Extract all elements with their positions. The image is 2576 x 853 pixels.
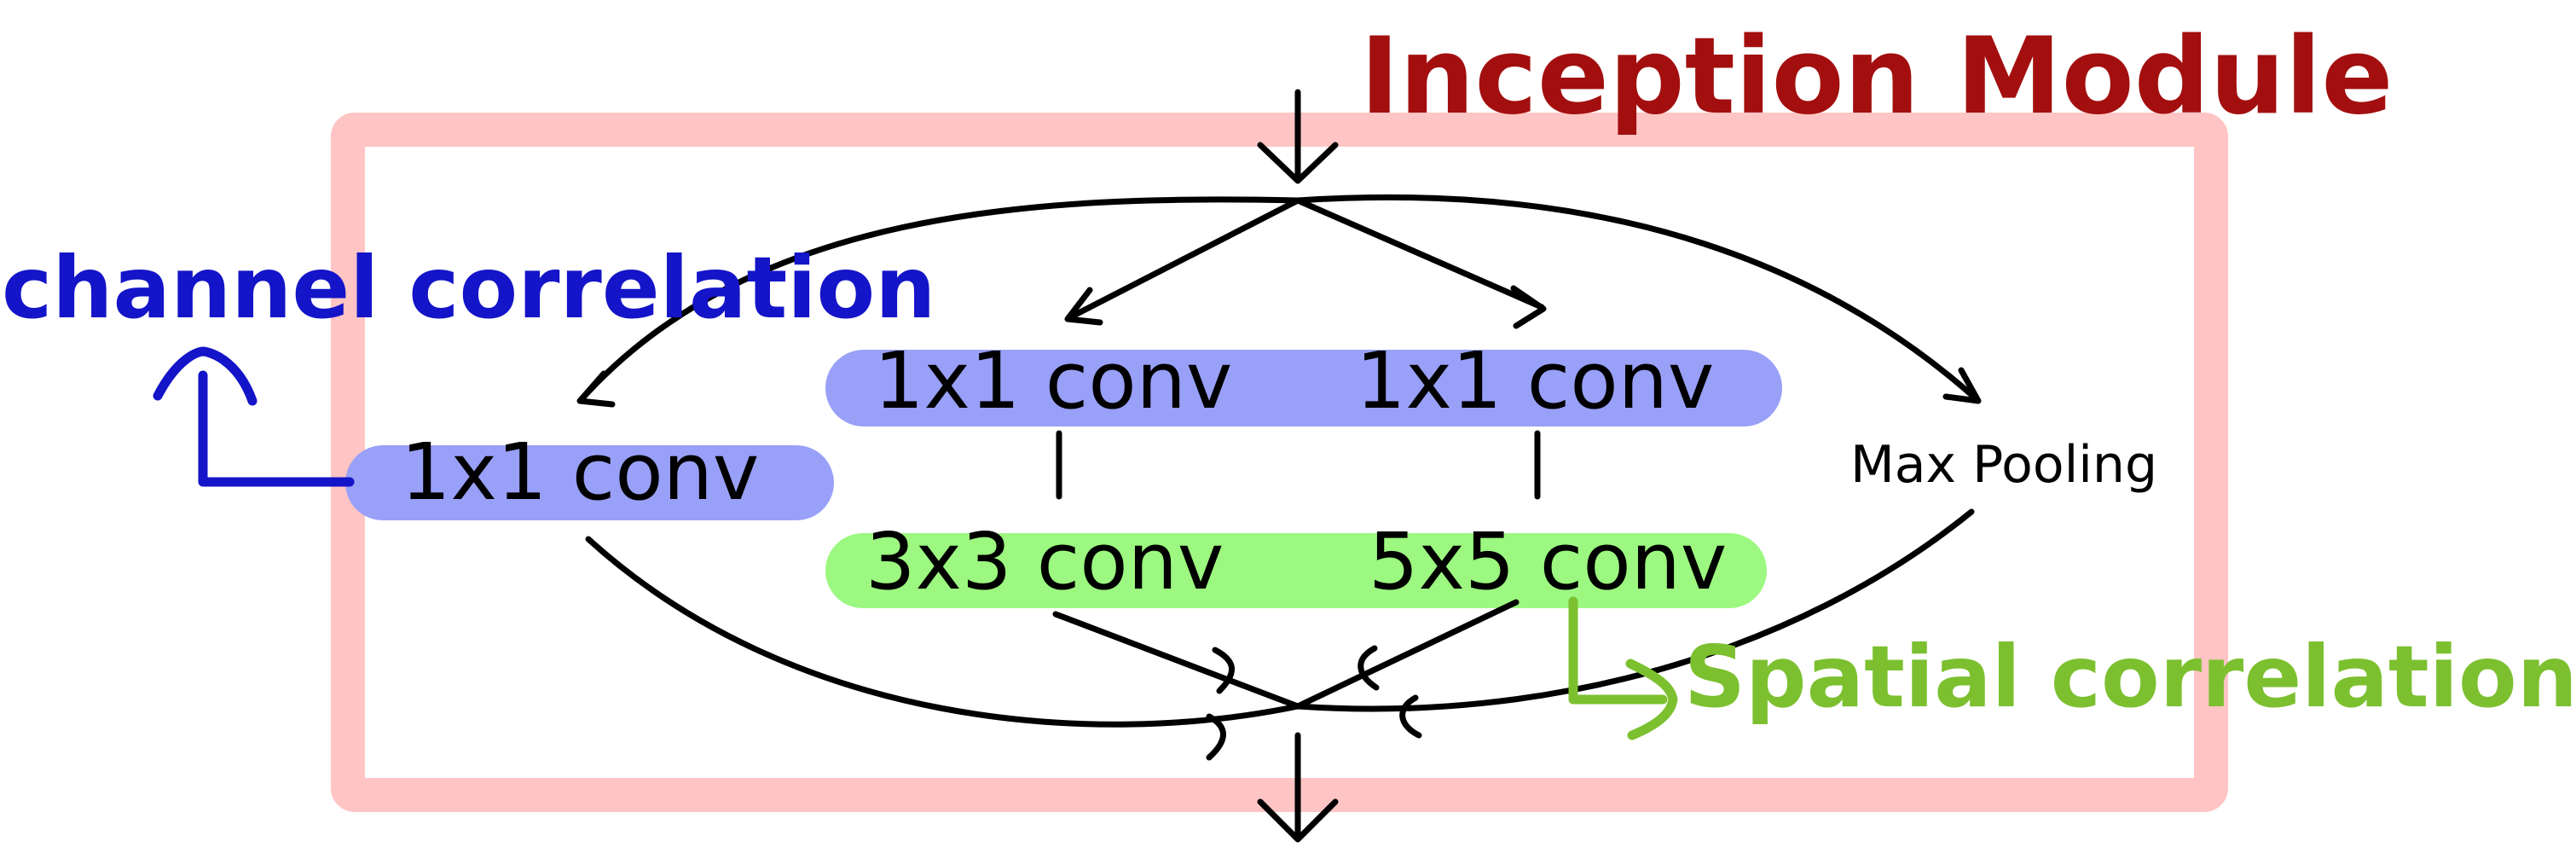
edge-split-right-arc (1294, 194, 1980, 403)
center-right-1x1-conv-label: 1x1 conv (1356, 335, 1714, 426)
diagram-title: Inception Module (1360, 15, 2393, 138)
module-frame (331, 113, 2228, 812)
spatial-band (825, 533, 1767, 608)
edge-3x3-merge (1052, 611, 1301, 710)
channel-band-left (345, 445, 834, 520)
center-left-1x1-conv-label: 1x1 conv (874, 335, 1232, 426)
channel-callout-line (198, 370, 355, 487)
edge-split-center-left (1067, 197, 1301, 321)
left-1x1-conv-label: 1x1 conv (401, 426, 759, 518)
edge-5x5-merge (1294, 599, 1520, 710)
flow-lines (153, 89, 1982, 843)
max-pooling-label: Max Pooling (1850, 435, 2157, 495)
channel-band-top (825, 350, 1782, 426)
3x3-conv-label: 3x3 conv (865, 516, 1224, 607)
spatial-correlation-label: Spatial correlation (1684, 627, 2576, 727)
input-arrow-down-icon (1257, 89, 1339, 184)
5x5-conv-label: 5x5 conv (1369, 516, 1727, 607)
spatial-callout-line (1568, 596, 1668, 705)
edge-split-center-right (1294, 197, 1545, 310)
edge-split-left-arc (578, 196, 1301, 403)
edge-left-merge-arc (585, 536, 1301, 728)
output-arrow-down-icon (1257, 732, 1339, 843)
channel-correlation-label: channel correlation (2, 238, 935, 338)
